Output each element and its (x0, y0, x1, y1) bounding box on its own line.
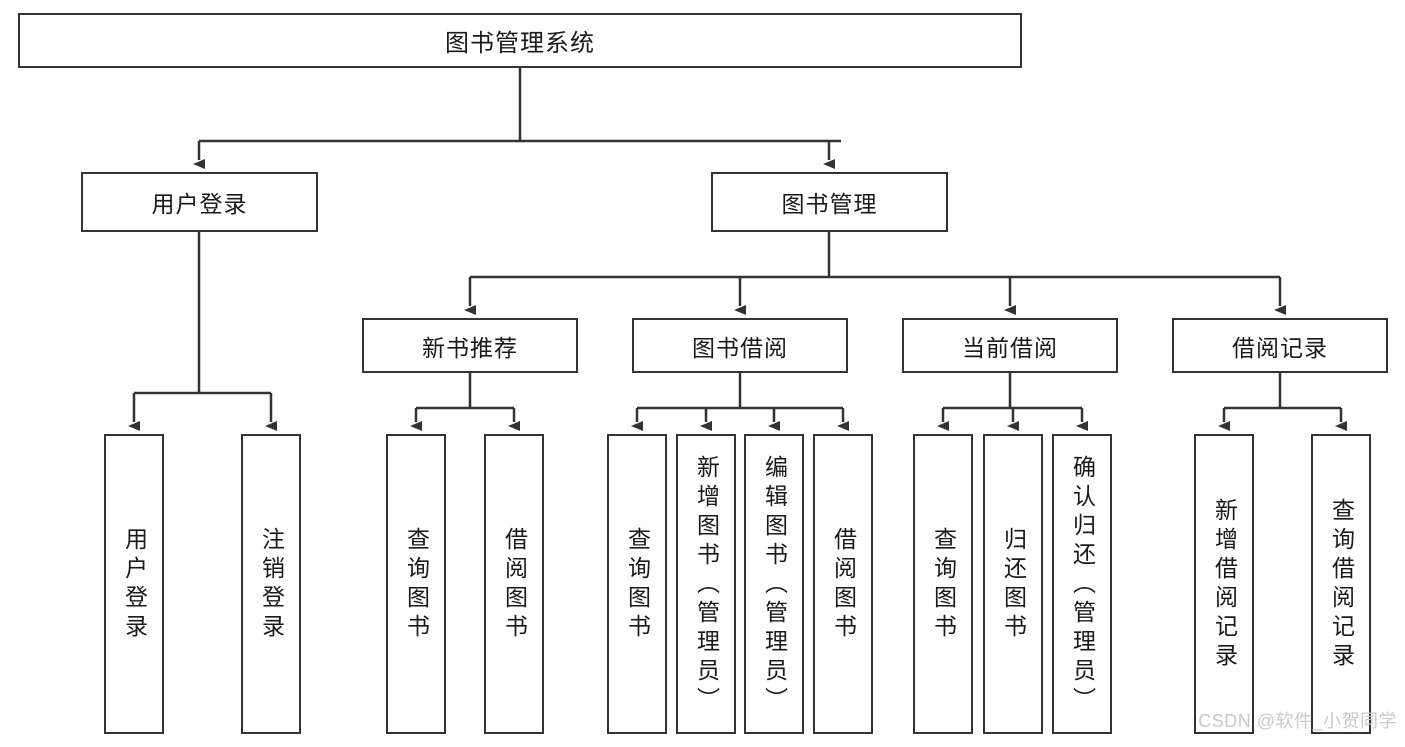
leaf-node-label: 新增图书（管理员） (693, 454, 720, 716)
level2-node-label: 新书推荐 (422, 334, 518, 361)
leaf-node[interactable]: 注销登录 (241, 434, 301, 734)
level2-node-book-borrowing[interactable]: 图书借阅 (632, 318, 848, 373)
leaf-node-label: 编辑图书（管理员） (761, 454, 788, 716)
root-node-book-management-system[interactable]: 图书管理系统 (18, 13, 1022, 68)
level2-node-label: 图书借阅 (692, 334, 788, 361)
leaf-node-label: 归还图书 (1000, 527, 1027, 643)
leaf-node-label: 查询图书 (624, 527, 651, 643)
level1-node-user-login[interactable]: 用户登录 (81, 172, 318, 232)
leaf-node-label: 新增借阅记录 (1211, 498, 1238, 672)
leaf-node-label: 注销登录 (258, 527, 285, 643)
level2-node-current-borrowing[interactable]: 当前借阅 (902, 318, 1118, 373)
leaf-node[interactable]: 新增借阅记录 (1194, 434, 1254, 734)
level1-node-book-management[interactable]: 图书管理 (711, 172, 948, 232)
root-node-label: 图书管理系统 (445, 30, 595, 57)
leaf-node-label: 确认归还（管理员） (1069, 454, 1096, 716)
leaf-node[interactable]: 归还图书 (983, 434, 1043, 734)
leaf-node[interactable]: 查询图书 (386, 434, 446, 734)
leaf-node[interactable]: 查询图书 (913, 434, 973, 734)
leaf-node-label: 用户登录 (121, 527, 148, 643)
level1-node-label: 图书管理 (781, 191, 878, 217)
level2-node-new-book-recommendation[interactable]: 新书推荐 (362, 318, 578, 373)
level2-node-label: 当前借阅 (962, 334, 1058, 361)
leaf-node[interactable]: 新增图书（管理员） (676, 434, 736, 734)
leaf-node[interactable]: 借阅图书 (813, 434, 873, 734)
level2-node-borrowing-records[interactable]: 借阅记录 (1172, 318, 1388, 373)
leaf-node-label: 借阅图书 (501, 527, 528, 643)
leaf-node[interactable]: 查询图书 (607, 434, 667, 734)
leaf-node[interactable]: 借阅图书 (484, 434, 544, 734)
leaf-node-label: 查询借阅记录 (1328, 498, 1355, 672)
leaf-node[interactable]: 用户登录 (104, 434, 164, 734)
level2-node-label: 借阅记录 (1232, 334, 1328, 361)
csdn-watermark: CSDN @软件_小贺同学 (1198, 711, 1397, 731)
leaf-node-label: 借阅图书 (830, 527, 857, 643)
leaf-node-label: 查询图书 (403, 527, 430, 643)
leaf-node[interactable]: 编辑图书（管理员） (744, 434, 804, 734)
leaf-node[interactable]: 查询借阅记录 (1311, 434, 1371, 734)
leaf-node-label: 查询图书 (930, 527, 957, 643)
leaf-node[interactable]: 确认归还（管理员） (1052, 434, 1112, 734)
level1-node-label: 用户登录 (151, 191, 248, 217)
